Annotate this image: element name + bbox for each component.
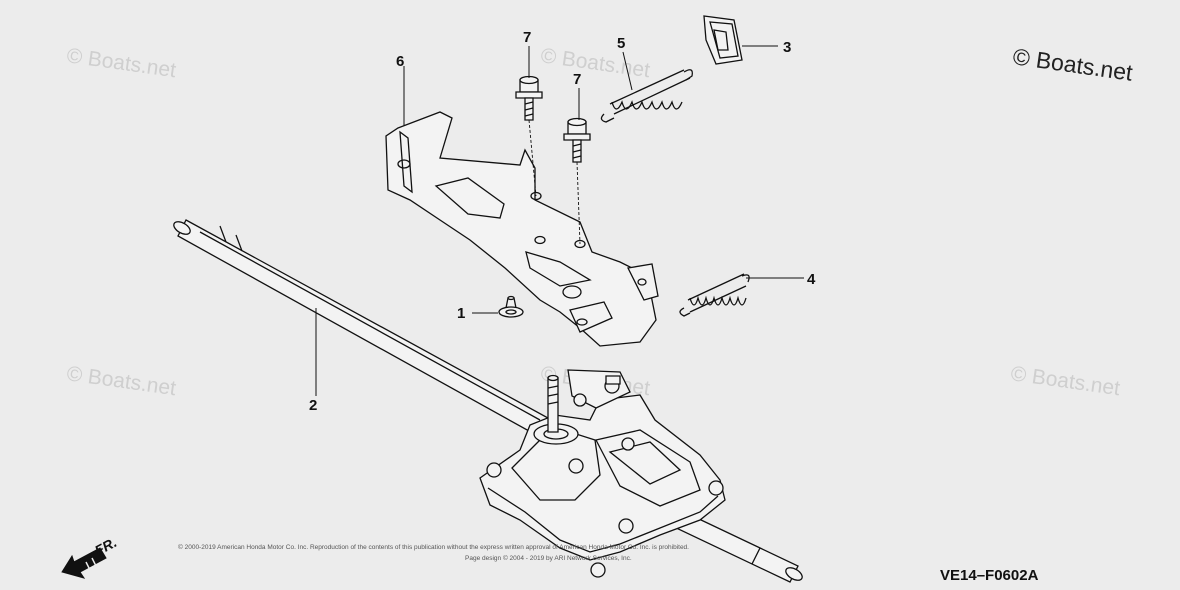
- clip[interactable]: [703, 15, 743, 65]
- callout-7-left[interactable]: 7: [523, 29, 531, 46]
- callout-4[interactable]: 4: [807, 271, 816, 288]
- bolt-left[interactable]: [515, 75, 543, 121]
- drive-shaft[interactable]: [172, 219, 805, 583]
- spring-upper[interactable]: [600, 69, 693, 123]
- diagram-code: VE14–F0602A: [940, 567, 1039, 584]
- transmission-housing[interactable]: [479, 369, 726, 578]
- callout-2[interactable]: 2: [309, 397, 317, 414]
- bracket[interactable]: [385, 111, 659, 347]
- copyright-line-1: © 2000-2019 American Honda Motor Co. Inc…: [178, 543, 689, 551]
- watermark-mid-right: © Boats.net: [1009, 362, 1121, 400]
- callout-3[interactable]: 3: [783, 39, 791, 56]
- callout-1[interactable]: 1: [457, 305, 465, 322]
- copyright-line-2: Page design © 2004 - 2019 by ARI Network…: [465, 554, 632, 562]
- watermark-mid-left: © Boats.net: [65, 362, 177, 400]
- spring-lower[interactable]: [679, 273, 750, 317]
- callout-7-right[interactable]: 7: [573, 71, 581, 88]
- watermark-top-center: © Boats.net: [539, 44, 651, 82]
- grommet[interactable]: [498, 295, 524, 318]
- bolt-right[interactable]: [563, 117, 591, 163]
- callout-6[interactable]: 6: [396, 53, 404, 70]
- callout-5[interactable]: 5: [617, 35, 625, 52]
- front-arrow-icon: [61, 547, 107, 579]
- watermark-top-left: © Boats.net: [65, 44, 177, 82]
- brand-watermark: © Boats.net: [1011, 43, 1135, 86]
